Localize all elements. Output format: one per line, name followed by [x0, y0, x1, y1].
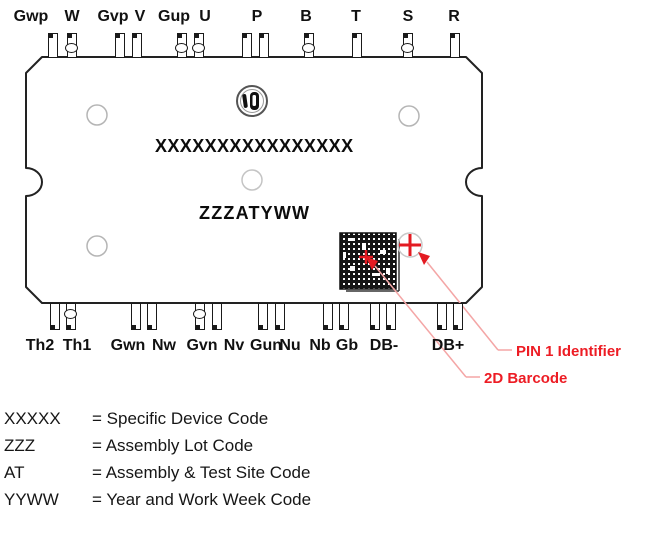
module-pin	[453, 303, 463, 330]
legend-row: ZZZ = Assembly Lot Code	[4, 432, 311, 459]
module-pin	[242, 33, 252, 58]
legend-value: = Specific Device Code	[92, 409, 269, 428]
module-pin	[132, 33, 142, 58]
module-pin	[191, 33, 205, 58]
device-code-marking: XXXXXXXXXXXXXXXX	[155, 136, 354, 156]
pin-label-gvn: Gvn	[186, 337, 218, 354]
pin-label-gb: Gb	[335, 337, 359, 354]
module-pin	[174, 33, 188, 58]
legend-key: ZZZ	[4, 436, 36, 455]
module-pin	[147, 303, 157, 330]
pin-label-nv: Nv	[223, 337, 245, 354]
module-pin	[64, 33, 78, 58]
pin-label-db-: DB-	[369, 337, 399, 354]
legend-row: XXXXX = Specific Device Code	[4, 405, 311, 432]
legend-value: = Assembly & Test Site Code	[92, 463, 311, 482]
pin-label-gun: Gun	[250, 337, 282, 354]
pin-label-r: R	[448, 8, 460, 25]
module-pin	[400, 33, 414, 58]
pin1-identifier-mark	[397, 232, 423, 258]
module-pin	[370, 303, 380, 330]
legend-row: AT = Assembly & Test Site Code	[4, 459, 311, 486]
legend-key: YYWW	[4, 490, 59, 509]
legend-row: YYWW = Year and Work Week Code	[4, 486, 311, 513]
module-pin	[48, 33, 58, 58]
module-pin	[352, 33, 362, 58]
module-pin	[386, 303, 396, 330]
module-pin	[323, 303, 333, 330]
module-pin	[212, 303, 222, 330]
module-pin	[339, 303, 349, 330]
pin1-identifier-label: PIN 1 Identifier	[516, 343, 622, 360]
pin-label-v: V	[134, 8, 146, 25]
pin-label-gvp: Gvp	[97, 8, 129, 25]
pin-label-nb: Nb	[309, 337, 331, 354]
module-pin	[301, 33, 315, 58]
legend-key: AT	[4, 463, 25, 482]
legend-value: = Year and Work Week Code	[92, 490, 312, 509]
module-pin	[450, 33, 460, 58]
pin-label-th1: Th1	[62, 337, 92, 354]
pin-label-u: U	[199, 8, 211, 25]
pin-label-t: T	[351, 8, 361, 25]
legend-key: XXXXX	[4, 409, 61, 428]
mounting-hole	[241, 169, 263, 191]
lot-date-code-marking: ZZZATYWW	[199, 203, 311, 223]
module-pin	[275, 303, 285, 330]
pin-label-nu: Nu	[279, 337, 301, 354]
legend-value: = Assembly Lot Code	[92, 436, 254, 455]
pin-label-b: B	[300, 8, 312, 25]
barcode-leader-line	[366, 257, 480, 378]
mounting-hole	[398, 105, 420, 127]
module-pin	[259, 33, 269, 58]
manufacturer-logo	[236, 85, 268, 117]
module-pin	[63, 303, 77, 330]
pin-label-db+: DB+	[431, 337, 465, 354]
module-pin	[437, 303, 447, 330]
pin-label-gwp: Gwp	[13, 8, 49, 25]
module-pin	[115, 33, 125, 58]
module-pin	[50, 303, 60, 330]
pin-label-w: W	[64, 8, 80, 25]
2d-barcode-label: 2D Barcode	[484, 370, 568, 387]
module-pin	[258, 303, 268, 330]
mounting-hole	[86, 104, 108, 126]
pin-label-nw: Nw	[152, 337, 176, 354]
pin-label-p: P	[251, 8, 263, 25]
module-pin	[192, 303, 206, 330]
pin-label-gwn: Gwn	[110, 337, 146, 354]
module-pin	[131, 303, 141, 330]
pin-label-s: S	[402, 8, 414, 25]
pin-label-gup: Gup	[158, 8, 190, 25]
pin-label-th2: Th2	[25, 337, 55, 354]
mounting-hole	[86, 235, 108, 257]
